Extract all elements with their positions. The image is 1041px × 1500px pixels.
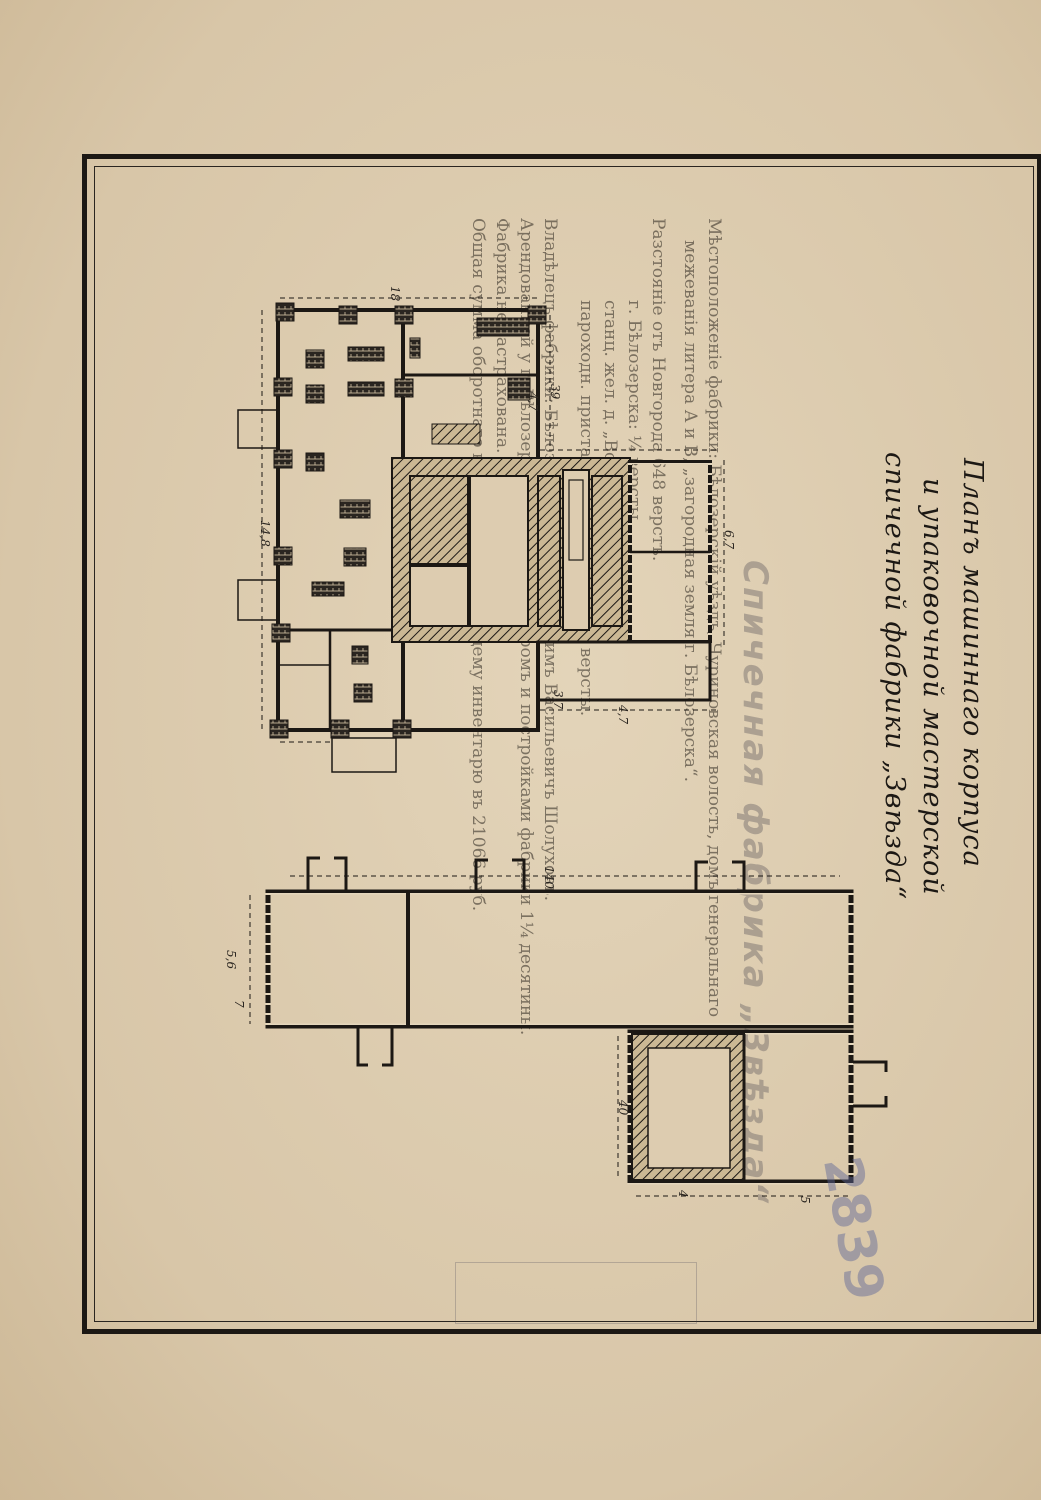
dimension-label: 40 [616,1100,630,1116]
masonry-section [391,457,631,643]
dimension-label: 4,7 [616,705,630,725]
dimension-label: 14,8 [258,520,272,547]
dimension-label: 6,7 [722,530,736,550]
page-border-inner [94,166,1034,1322]
dimension-label: 18 [388,286,402,302]
plan-caption-line-3: спичечной фабрики „Звѣзда“ [879,452,910,901]
plan-caption-line-2: и упаковочной мастерской [917,478,948,896]
brick-pillars [269,302,547,739]
dimension-label: 140 [542,866,556,889]
page-border-outer [82,154,1041,1334]
dimension-lines [261,297,725,743]
plan-caption-line-1: Планъ машиннаго корпуса [957,458,988,868]
dimension-label: 4,7 [526,392,540,412]
dimension-label: 4 [676,1190,690,1198]
lower-dimension-lines [249,875,848,1197]
dimension-label: 39 [548,384,562,400]
dimension-label: 7 [232,1000,246,1008]
door-marks [306,856,888,1108]
right-rooms [536,460,712,702]
dimension-label: 3,7 [551,690,565,710]
dimension-label: 5 [798,1196,812,1204]
porches [237,409,397,773]
dimension-label: 5,6 [224,950,238,970]
packing-workshop [265,889,854,1185]
machines [305,317,531,703]
library-stamp [455,1262,697,1324]
